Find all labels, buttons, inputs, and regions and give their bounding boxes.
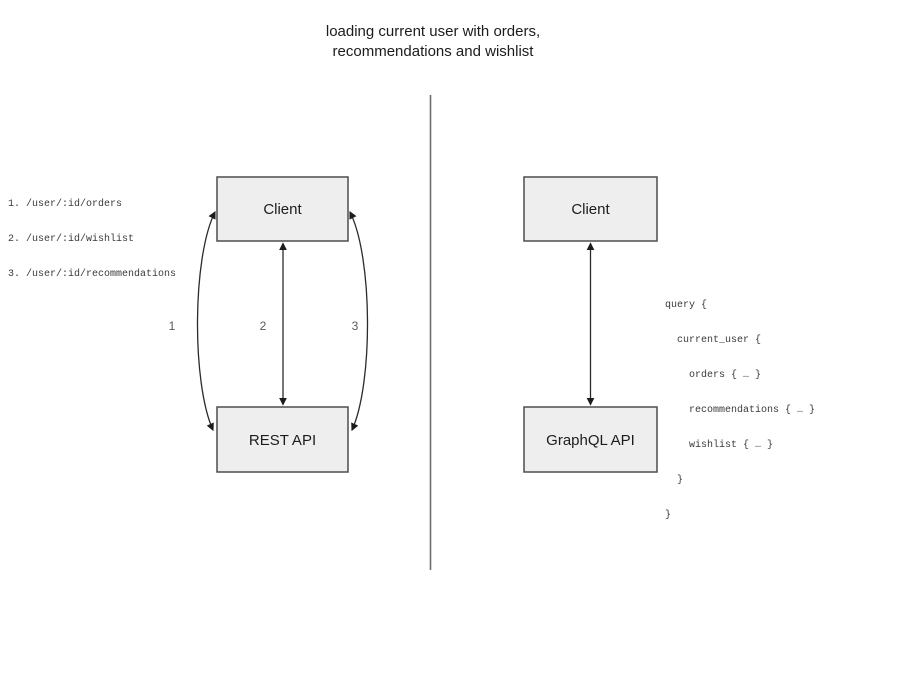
rest-arrow-label-3: 3 xyxy=(352,319,359,333)
diagram-title-line2: recommendations and wishlist xyxy=(332,43,534,60)
graphql-query-line: } xyxy=(665,475,684,486)
rest-arrow-3 xyxy=(349,210,369,432)
right-client-label: Client xyxy=(571,201,610,218)
graphql-api-box xyxy=(523,406,658,473)
rest-endpoint-item: 3. /user/:id/recommendations xyxy=(8,269,177,280)
rest-arrow-label-1: 1 xyxy=(169,319,176,333)
rest-endpoint-item: 1. /user/:id/orders xyxy=(8,199,123,210)
right-client-box xyxy=(523,176,658,242)
graphql-diagram: Client GraphQL API xyxy=(523,176,658,473)
rest-api-label: REST API xyxy=(249,432,316,449)
graphql-query-line: wishlist { … } xyxy=(665,440,774,451)
diagram-title: loading current user with orders, recomm… xyxy=(183,22,683,62)
left-client-box xyxy=(216,176,349,242)
left-client-label: Client xyxy=(263,201,302,218)
rest-diagram: 1 2 3 Client REST API xyxy=(169,176,369,473)
graphql-query-line: orders { … } xyxy=(665,370,762,381)
rest-arrow-label-2: 2 xyxy=(260,319,267,333)
diagram-title-line1: loading current user with orders, xyxy=(325,23,541,40)
graphql-query-line: query { xyxy=(665,300,708,311)
graphql-api-label: GraphQL API xyxy=(546,432,635,449)
graphql-query-line: current_user { xyxy=(665,335,762,346)
rest-endpoints-list: 1. /user/:id/orders 2. /user/:id/wishlis… xyxy=(8,176,176,303)
rest-endpoint-item: 2. /user/:id/wishlist xyxy=(8,234,135,245)
rest-api-box xyxy=(216,406,349,473)
graphql-query-line: recommendations { … } xyxy=(665,405,816,416)
rest-arrow-1 xyxy=(196,210,216,432)
graphql-query-code: query { current_user { orders { … } reco… xyxy=(665,277,815,544)
graphql-query-line: } xyxy=(665,510,672,521)
